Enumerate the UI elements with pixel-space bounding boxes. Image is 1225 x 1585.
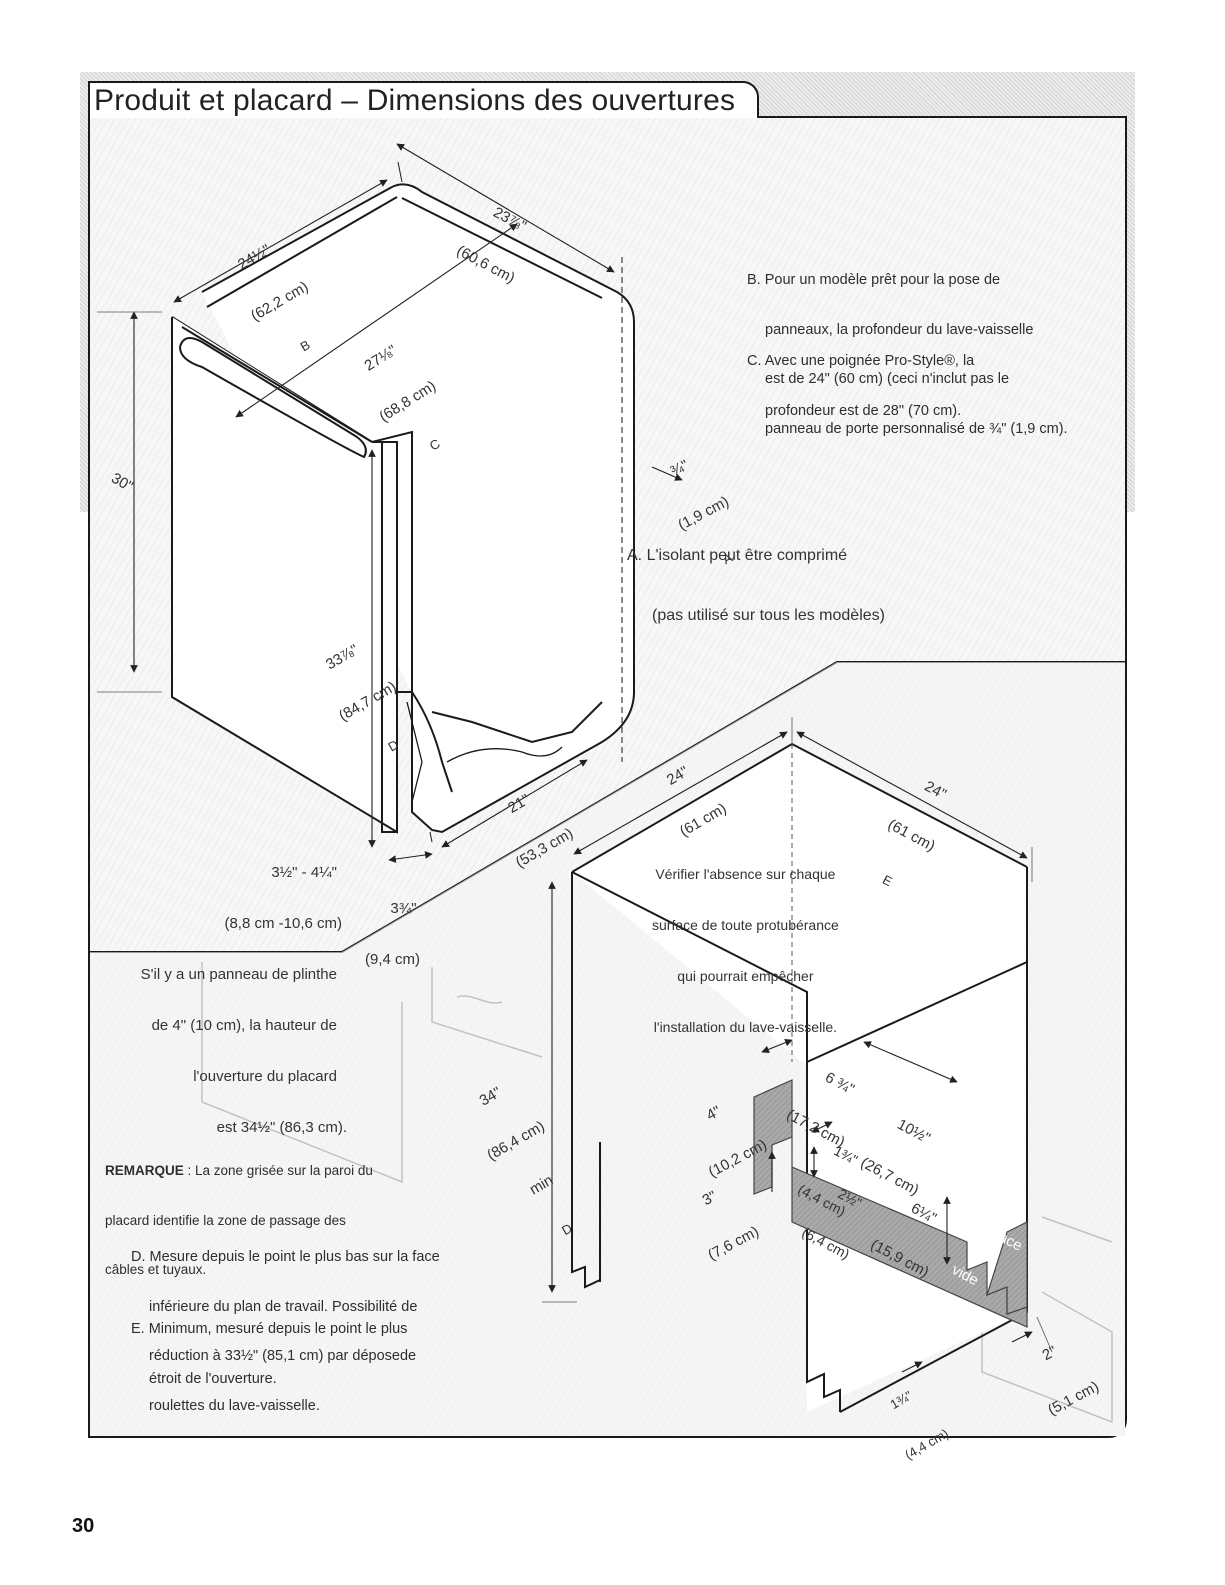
dim-value: 33⅞" — [322, 641, 362, 674]
dim-metric: (53,3 cm) — [512, 824, 577, 872]
remarque-line: placard identifie la zone de passage des — [105, 1212, 346, 1228]
note-d-line: réduction à 33½" (85,1 cm) par déposede — [149, 1348, 417, 1364]
note-d-line: D. Mesure depuis le point le plus bas su… — [131, 1249, 440, 1265]
dim-letter: A — [720, 549, 735, 568]
dim-value: 27⅛" — [361, 341, 400, 375]
dim-note: min — [526, 1171, 557, 1199]
dimension-lines — [130, 143, 1033, 1373]
note-b-line: panneau de porte personnalisé de ¾" (1,9… — [765, 420, 1068, 437]
dim-value: 4" — [703, 1102, 724, 1125]
installation-drawing — [90, 118, 1125, 1436]
dim-value: 3¾" — [390, 900, 417, 917]
dim-metric: (7,6 cm) — [705, 1223, 762, 1264]
dim-value: 24" — [921, 777, 950, 804]
dim-value: 23⅞" — [490, 203, 529, 236]
dim-value: ¾" — [667, 456, 692, 481]
toe-kick-line: est 34½" (86,3 cm). — [216, 1119, 347, 1136]
check-note-line: l'installation du lave-vaisselle. — [653, 1019, 837, 1035]
toe-kick-line: 3½" - 4¼" — [271, 864, 337, 881]
note-d-line: inférieure du plan de travail. Possibili… — [149, 1298, 418, 1315]
toe-kick-line: de 4" (10 cm), la hauteur de — [151, 1017, 337, 1034]
dim-value: 21" — [505, 791, 533, 817]
note-b-line: est de 24" (60 cm) (ceci n'inclut pas le — [765, 371, 1010, 387]
dim-value: 1¾" — [887, 1387, 915, 1413]
toe-kick-line: l'ouverture du placard — [193, 1068, 337, 1085]
check-note-line: surface de toute protubérance — [652, 917, 839, 933]
note-c-line: profondeur est de 28" (70 cm). — [765, 402, 962, 419]
dim-value: 24" — [663, 763, 692, 789]
dim-value: 3" — [699, 1187, 720, 1210]
dim-metric: (15,9 cm) — [867, 1236, 932, 1281]
note-b: B. Pour un modèle prêt pour la pose de p… — [747, 239, 1068, 470]
toe-kick-line: (8,8 cm -10,6 cm) — [224, 915, 342, 932]
remarque-line: REMARQUE : La zone grisée sur la paroi d… — [105, 1163, 373, 1180]
note-d: D. Mesure depuis le point le plus bas su… — [131, 1216, 440, 1447]
note-b-line: B. Pour un modèle prêt pour la pose de — [747, 272, 1001, 288]
toe-kick-note: 3½" - 4¼" (8,8 cm -10,6 cm) S'il y a un … — [107, 830, 347, 1170]
dim-metric: (68,8 cm) — [376, 377, 440, 426]
check-note: Vérifier l'absence sur chaque surface de… — [652, 832, 839, 1070]
dim-metric: (6,4 cm) — [799, 1223, 853, 1263]
dim-3-3-4: 3¾" (9,4 cm) — [365, 866, 420, 1002]
dim-metric: (84,7 cm) — [335, 678, 400, 725]
dim-value: 34" — [476, 1083, 505, 1110]
dim-metric: (5,1 cm) — [1045, 1378, 1102, 1419]
section-title: Produit et placard – Dimensions des ouve… — [88, 81, 760, 118]
dim-value: 2" — [1039, 1342, 1060, 1365]
dim-letter: D — [559, 1220, 575, 1239]
lower-cabinets — [201, 962, 1113, 1424]
note-e-line: étroit de l'ouverture. — [149, 1370, 277, 1387]
dim-letter: C — [426, 435, 443, 454]
remarque-note: REMARQUE : La zone grisée sur la paroi d… — [105, 1130, 373, 1312]
dim-metric: (86,4 cm) — [484, 1117, 548, 1165]
dim-value: 24½" — [234, 241, 274, 274]
extension-lines — [97, 311, 1053, 1353]
dim-metric: (4,4 cm) — [902, 1425, 951, 1463]
dim-letter: B — [297, 337, 313, 355]
note-d-line: roulettes du lave-vaisselle. — [149, 1397, 320, 1414]
dim-metric: (1,9 cm) — [675, 493, 732, 534]
note-a-line: A. L'isolant peut être comprimé — [627, 547, 848, 564]
toe-kick-line: S'il y a un panneau de plinthe — [140, 966, 337, 983]
check-note-line: qui pourrait empêcher — [677, 968, 814, 984]
espace-word: Espace — [972, 1216, 1026, 1255]
remarque-text: : La zone grisée sur la paroi du — [183, 1163, 373, 1178]
dim-letter: D — [385, 736, 401, 755]
note-e: E. Minimum, mesuré depuis le point le pl… — [131, 1288, 407, 1420]
dim-value: 6 ¾" — [822, 1068, 858, 1099]
note-e-line: E. Minimum, mesuré depuis le point le pl… — [131, 1321, 408, 1337]
note-c-line: C. Avec une poignée Pro-Style®, la — [747, 353, 975, 369]
remarque-label: REMARQUE — [105, 1163, 184, 1178]
dim-value: 2½" — [835, 1185, 865, 1211]
note-c: C. Avec une poignée Pro-Style®, la profo… — [747, 320, 974, 452]
dim-letter: E — [880, 871, 895, 890]
section-title-text: Produit et placard – Dimensions des ouve… — [94, 84, 736, 117]
note-a: A. L'isolant peut être comprimé (pas uti… — [627, 506, 885, 666]
remarque-line: câbles et tuyaux. — [105, 1262, 207, 1277]
check-note-line: Vérifier l'absence sur chaque — [655, 866, 836, 882]
vide-word: vide — [948, 1261, 982, 1290]
dim-metric: (61 cm) — [884, 816, 938, 855]
dim-metric: (9,4 cm) — [365, 951, 421, 968]
dim-metric: (62,2 cm) — [247, 278, 312, 325]
dim-value: 6¼" — [908, 1199, 940, 1228]
note-b-line: panneaux, la profondeur du lave-vaissell… — [765, 321, 1034, 338]
page-number: 30 — [72, 1515, 95, 1537]
dim-metric: (60,6 cm) — [453, 242, 518, 287]
dim-metric: (61 cm) — [676, 800, 730, 841]
note-a-line: (pas utilisé sur tous les modèles) — [652, 607, 885, 624]
dim-value: 10½" — [894, 1115, 933, 1148]
diagram-frame: B. Pour un modèle prêt pour la pose de p… — [88, 116, 1127, 1462]
